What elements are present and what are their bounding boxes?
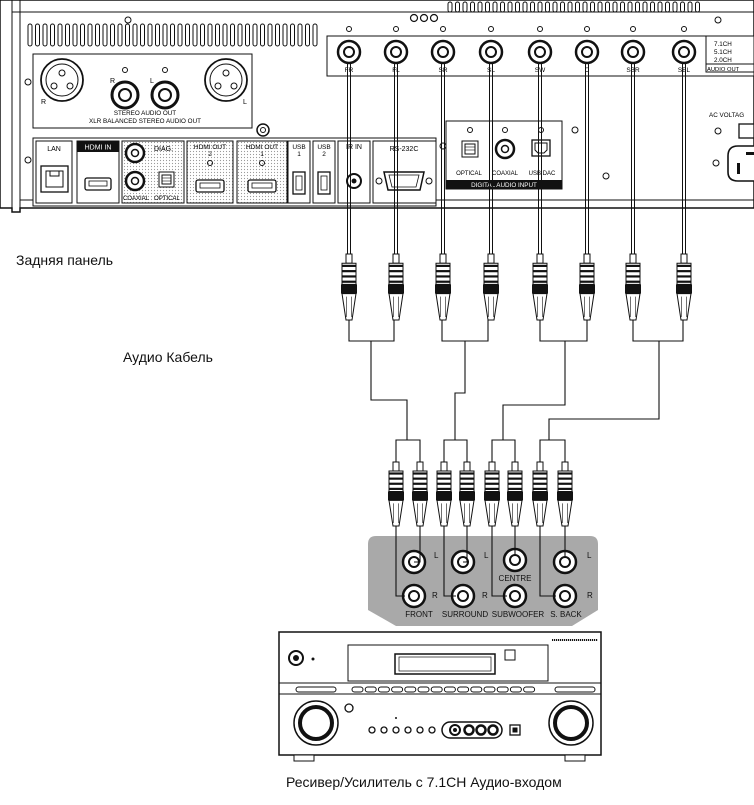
audio-out-label: AUDIO OUT bbox=[707, 67, 740, 73]
optical-out-label: OPTICAL bbox=[154, 196, 180, 202]
dai-usbdac-label: USB DAC bbox=[529, 171, 556, 177]
hdmi-out-2-label: HDMI OUT bbox=[194, 144, 226, 151]
audio-cable-caption: Аудио Кабель bbox=[123, 349, 213, 365]
lower-connector-row: LAN HDMI IN DIAG. COAXIAL OPTICAL HDM bbox=[32, 137, 437, 207]
vent-slots bbox=[27, 1, 700, 47]
sback-r-label: R bbox=[587, 591, 593, 600]
receiver-plug-6 bbox=[507, 461, 523, 527]
player-side-rca-plugs bbox=[341, 253, 692, 321]
front-r-label: R bbox=[432, 591, 438, 600]
receiver-input-panel: L R L R L R CENTRE FRONT SURROUND SUBWOO… bbox=[368, 536, 598, 626]
usb1-number: 1 bbox=[297, 151, 301, 158]
audio-out-label-sw: SW bbox=[535, 67, 546, 74]
usb2-number: 2 bbox=[322, 151, 326, 158]
surround-label: SURROUND bbox=[442, 610, 488, 619]
audio-out-label-sbl: SBL bbox=[678, 67, 691, 74]
usb1-label: USB bbox=[292, 144, 305, 151]
subwoofer-label: SUBWOOFER bbox=[492, 610, 545, 619]
digital-audio-input-label: DIGITAL AUDIO INPUT bbox=[471, 182, 537, 189]
top-screw-holes bbox=[24, 13, 722, 164]
ac-inlet-block: AC VOLTAG bbox=[709, 112, 754, 182]
rs232-label: RS-232C bbox=[390, 146, 419, 153]
stereo-audio-out-label: STEREO AUDIO OUT bbox=[114, 110, 176, 117]
hdmi-out-1-number: 1 bbox=[260, 151, 264, 158]
xlr-r-label: R bbox=[41, 99, 46, 106]
audio-out-label-c: C bbox=[585, 67, 590, 74]
top-plug-sl bbox=[483, 253, 499, 321]
receiver-plug-7 bbox=[532, 461, 548, 527]
mode-5-1ch: 5.1CH bbox=[714, 49, 732, 56]
receiver-plug-5 bbox=[484, 461, 500, 527]
audio-out-label-fl: FL bbox=[392, 67, 400, 74]
player-rear-panel: R L R L STEREO AUDIO OUT XLR BALANCED ST… bbox=[0, 0, 754, 213]
audio-out-label-sbr: SBR bbox=[626, 67, 640, 74]
receiver-plug-4 bbox=[459, 461, 475, 527]
front-label: FRONT bbox=[405, 610, 433, 619]
usb2-port bbox=[317, 171, 331, 195]
hdmi-out-1-label: HDMI OUT bbox=[246, 144, 278, 151]
mode-2-0ch: 2.0CH bbox=[714, 57, 732, 64]
diag-label: DIAG. bbox=[154, 146, 173, 153]
top-plug-sbl bbox=[676, 253, 692, 321]
audio-out-label-sr: SR bbox=[438, 67, 447, 74]
top-plug-fl bbox=[388, 253, 404, 321]
xlr-stereo-block: R L R L STEREO AUDIO OUT XLR BALANCED ST… bbox=[32, 53, 253, 129]
lan-label: LAN bbox=[47, 146, 61, 153]
dai-optical-label: OPTICAL bbox=[456, 171, 482, 177]
rca-l-label: L bbox=[150, 78, 154, 85]
receiver-plug-3 bbox=[436, 461, 452, 527]
top-plug-sr bbox=[435, 253, 451, 321]
usb2-label: USB bbox=[317, 144, 330, 151]
top-plug-c bbox=[579, 253, 595, 321]
audio-out-strip: 7.1CH 5.1CH 2.0CH AUDIO OUT FR FL SR SL SW C S… bbox=[326, 26, 754, 77]
coaxial-out-label: COAXIAL bbox=[123, 196, 150, 202]
top-plug-fr bbox=[341, 253, 357, 321]
surround-r-label: R bbox=[482, 591, 488, 600]
s-back-label: S. BACK bbox=[550, 610, 582, 619]
mode-7-1ch: 7.1CH bbox=[714, 41, 732, 48]
receiver-caption: Ресивер/Усилитель с 7.1CH Аудио-входом bbox=[286, 774, 562, 790]
ac-voltage-label: AC VOLTAG bbox=[709, 112, 744, 119]
receiver-plug-2 bbox=[412, 461, 428, 527]
top-plug-sbr bbox=[625, 253, 641, 321]
av-receiver bbox=[278, 631, 602, 762]
rear-panel-caption: Задняя панель bbox=[16, 252, 114, 268]
surround-l-label: L bbox=[484, 551, 489, 560]
rca-r-label: R bbox=[110, 78, 115, 85]
receiver-leads bbox=[395, 526, 566, 597]
usb1-port bbox=[292, 171, 306, 195]
hdmi-out-2-number: 2 bbox=[208, 151, 212, 158]
dai-coaxial-label: COAXIAL bbox=[492, 171, 519, 177]
xlr-balanced-label: XLR BALANCED STEREO AUDIO OUT bbox=[89, 118, 201, 125]
top-cables bbox=[347, 63, 686, 258]
lan-port bbox=[40, 165, 69, 193]
audio-out-label-fr: FR bbox=[345, 67, 354, 74]
receiver-plug-8 bbox=[557, 461, 573, 527]
audio-out-label-sl: SL bbox=[487, 67, 495, 74]
digital-audio-input-block: OPTICAL COAXIAL USB DAC DIGITAL AUDIO IN… bbox=[445, 120, 563, 190]
top-plug-sw bbox=[532, 253, 548, 321]
xlr-l-label: L bbox=[243, 99, 247, 106]
receiver-plug-1 bbox=[388, 461, 404, 527]
front-l-label: L bbox=[434, 551, 439, 560]
ac-inlet bbox=[727, 145, 754, 182]
ir-in-label: IR IN bbox=[346, 144, 362, 151]
receiver-display bbox=[394, 653, 496, 675]
centre-label: CENTRE bbox=[499, 574, 532, 583]
cable-tree bbox=[348, 320, 684, 462]
hdmi-in-label: HDMI IN bbox=[85, 145, 112, 152]
sback-l-label: L bbox=[587, 551, 592, 560]
receiver-side-rca-plugs bbox=[388, 461, 573, 527]
